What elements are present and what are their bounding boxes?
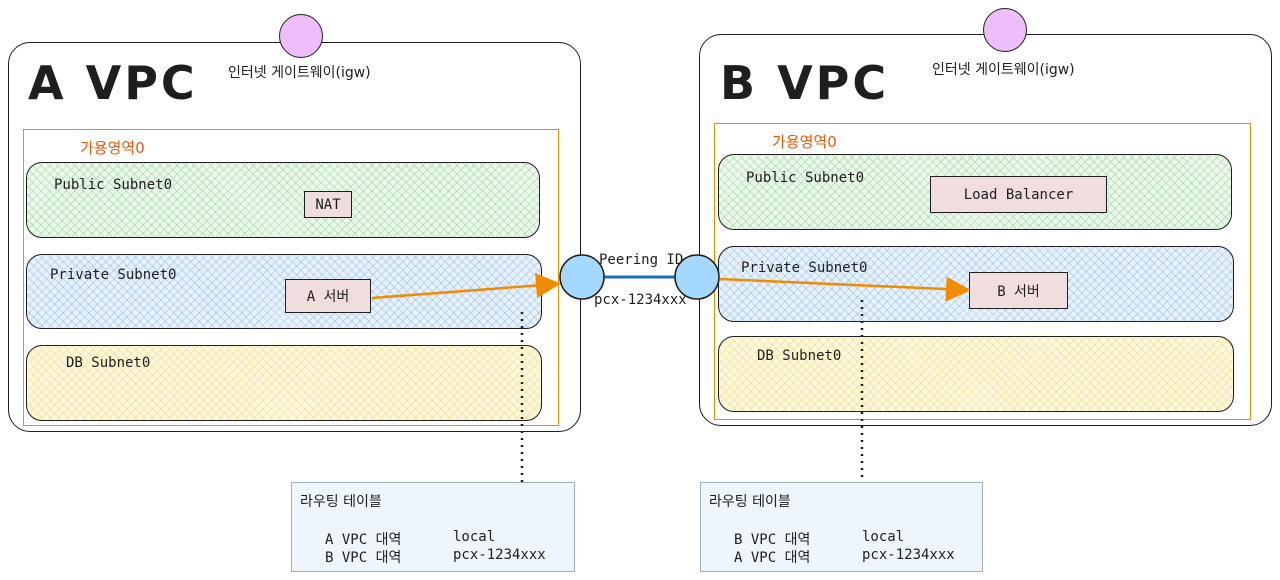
peering-label: Peering ID [599,252,684,268]
peering-id: pcx-1234xxx [594,292,687,308]
nat-gateway: NAT [304,191,352,218]
b-server: B 서버 [969,272,1068,309]
route-table-b-title: 라우팅 테이블 [709,494,791,510]
route-dest: B VPC 대역 [734,532,811,548]
vpc-a-title: A VPC [28,56,198,110]
route-dest: A VPC 대역 [325,532,402,548]
route-dest: A VPC 대역 [734,550,811,566]
igw-a-icon [279,14,323,58]
igw-b-icon [983,8,1027,52]
route-row: B VPC 대역 pcx-1234xxx [325,547,546,567]
a-server: A 서버 [285,279,371,313]
route-row: A VPC 대역 local [325,529,495,549]
route-target: pcx-1234xxx [453,547,546,563]
vpc-b-db-subnet [718,336,1234,412]
route-row: A VPC 대역 pcx-1234xxx [734,547,955,567]
vpc-b-private-subnet-label: Private Subnet0 [741,260,868,276]
vpc-b-title: B VPC [720,56,890,110]
az-a-label: 가용영역0 [80,139,145,157]
route-target: local [453,529,496,545]
vpc-b-db-subnet-label: DB Subnet0 [757,348,842,364]
vpc-a-private-subnet-label: Private Subnet0 [50,267,177,283]
load-balancer: Load Balancer [930,176,1107,213]
route-table-a: 라우팅 테이블 A VPC 대역 local B VPC 대역 pcx-1234… [291,482,575,572]
vpc-a-private-subnet [26,254,542,329]
igw-b-label: 인터넷 게이트웨이(igw) [932,62,1075,78]
route-table-b: 라우팅 테이블 B VPC 대역 local A VPC 대역 pcx-1234… [700,482,983,572]
vpc-a-db-subnet [26,345,542,421]
route-table-a-title: 라우팅 테이블 [300,494,382,510]
vpc-a-db-subnet-label: DB Subnet0 [66,355,151,371]
az-b-label: 가용영역0 [772,133,837,151]
route-dest: B VPC 대역 [325,550,402,566]
vpc-b-public-subnet-label: Public Subnet0 [746,170,865,186]
route-target: local [862,529,905,545]
route-row: B VPC 대역 local [734,529,904,549]
igw-a-label: 인터넷 게이트웨이(igw) [228,65,371,81]
vpc-a-public-subnet [26,162,540,238]
route-target: pcx-1234xxx [862,547,955,563]
vpc-a-public-subnet-label: Public Subnet0 [54,177,173,193]
